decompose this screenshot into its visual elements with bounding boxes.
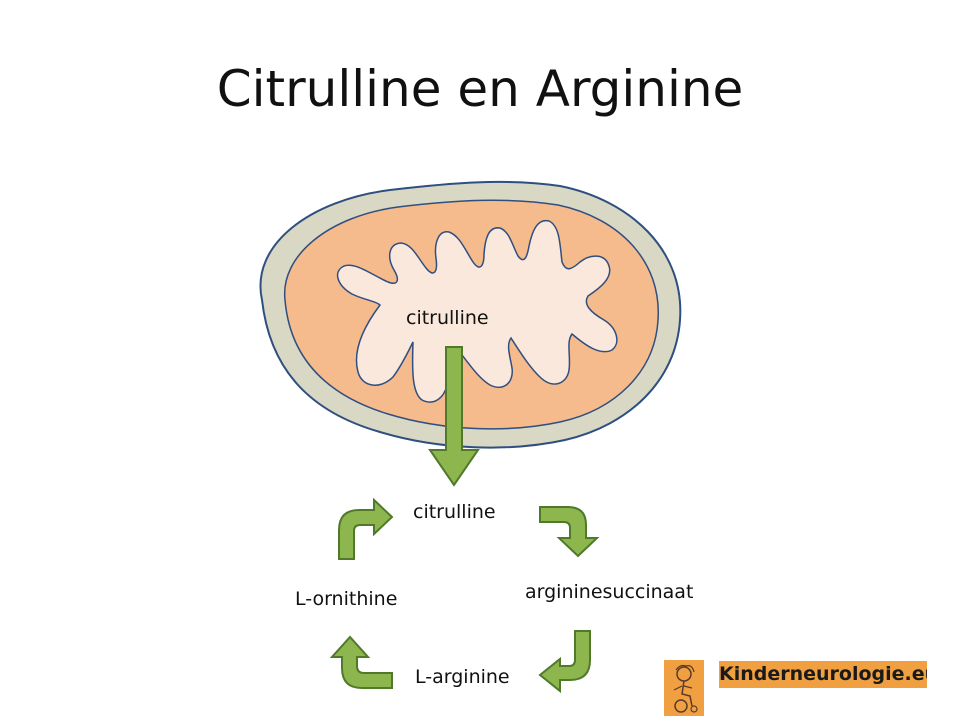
- cycle-arrow-to-argininesuccinaat: [539, 506, 600, 558]
- transport-arrow-down: [428, 346, 480, 487]
- label-argininesuccinaat: argininesuccinaat: [525, 581, 694, 603]
- page-title: Citrulline en Arginine: [216, 60, 744, 118]
- label-cytosolic-citrulline: citrulline: [413, 501, 496, 523]
- cycle-arrow-to-l-ornithine: [329, 635, 393, 689]
- kinderneurologie-logo-text[interactable]: Kinderneurologie.eu: [719, 661, 927, 688]
- kinderneurologie-logo-icon: [664, 660, 704, 716]
- cycle-arrow-to-l-arginine: [538, 630, 591, 694]
- label-mitochondrial-citrulline: citrulline: [406, 307, 489, 329]
- label-l-ornithine: L-ornithine: [295, 588, 398, 610]
- label-l-arginine: L-arginine: [415, 666, 510, 688]
- cycle-arrow-to-citrulline: [338, 497, 394, 560]
